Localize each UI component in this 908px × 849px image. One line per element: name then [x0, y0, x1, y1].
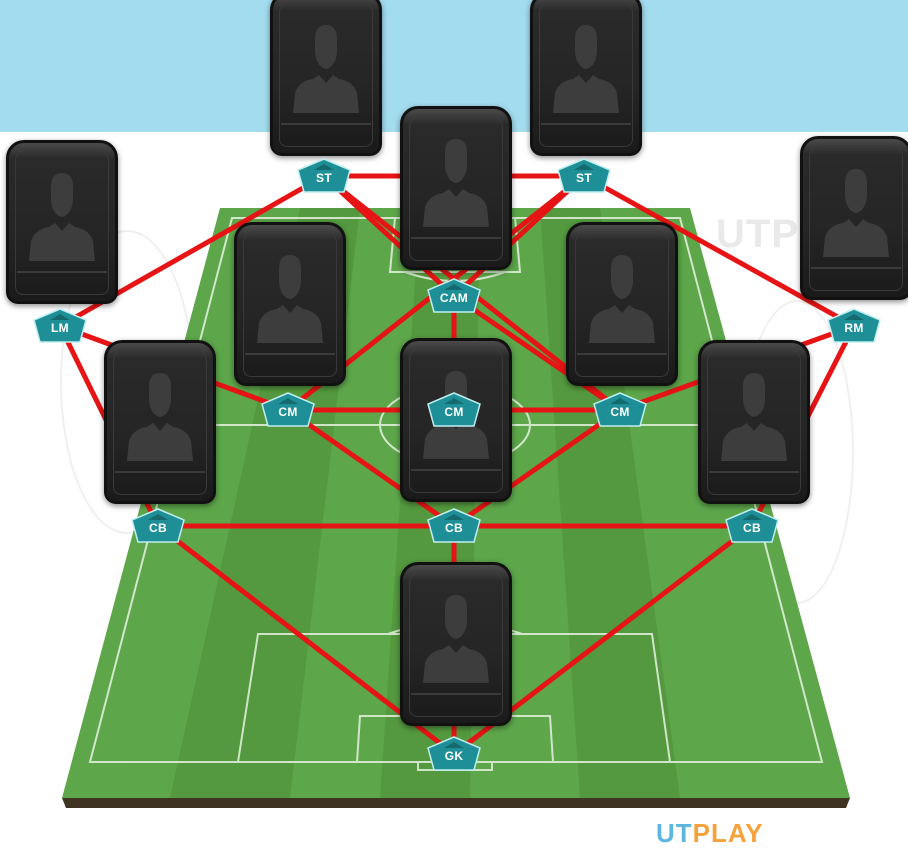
player-card-slot-gk[interactable] [400, 562, 512, 726]
card-band [577, 353, 667, 355]
position-badge-st-left[interactable]: ST [294, 158, 354, 194]
pentagon-badge-icon [427, 508, 481, 543]
player-card-slot-cb-right[interactable] [698, 340, 810, 504]
brand-logo-part1: UT [656, 818, 693, 848]
player-card-slot-st-right[interactable] [530, 0, 642, 156]
player-silhouette-icon [721, 373, 787, 461]
pentagon-badge-icon [427, 392, 481, 427]
pentagon-badge-icon [297, 158, 351, 193]
pentagon-badge-icon [827, 308, 881, 343]
position-badge-cb-right[interactable]: CB [722, 508, 782, 544]
position-label: CB [445, 521, 463, 535]
pentagon-badge-icon [557, 158, 611, 193]
position-label: CB [149, 521, 167, 535]
player-silhouette-icon [127, 373, 193, 461]
position-label: CB [743, 521, 761, 535]
position-label: RM [844, 321, 864, 335]
player-silhouette-icon [823, 169, 889, 257]
player-silhouette-icon [29, 173, 95, 261]
chemistry-link [451, 293, 623, 413]
pentagon-badge-icon [593, 392, 647, 427]
player-card-slot-lm[interactable] [6, 140, 118, 304]
position-badge-cb-center[interactable]: CB [424, 508, 484, 544]
position-badge-cm-right[interactable]: CM [590, 392, 650, 428]
card-band [245, 353, 335, 355]
position-label: ST [316, 171, 332, 185]
position-label: ST [576, 171, 592, 185]
position-badge-lm[interactable]: LM [30, 308, 90, 344]
position-badge-gk[interactable]: GK [424, 736, 484, 772]
pentagon-badge-icon [33, 308, 87, 343]
card-band [115, 471, 205, 473]
pentagon-badge-icon [131, 508, 185, 543]
card-band [17, 271, 107, 273]
watermark-ghost-text: UTP [716, 212, 799, 256]
chemistry-link [285, 407, 457, 529]
position-badge-rm[interactable]: RM [824, 308, 884, 344]
player-card-slot-cm-left[interactable] [234, 222, 346, 386]
position-badge-cm-left[interactable]: CM [258, 392, 318, 428]
pentagon-badge-icon [725, 508, 779, 543]
player-card-slot-cb-left[interactable] [104, 340, 216, 504]
player-card-slot-cm-right[interactable] [566, 222, 678, 386]
brand-logo-part2: PLAY [692, 818, 764, 848]
position-label: CM [610, 405, 630, 419]
player-card-slot-rm[interactable] [800, 136, 908, 300]
player-card-slot-st-left[interactable] [270, 0, 382, 156]
position-badge-st-right[interactable]: ST [554, 158, 614, 194]
position-badge-cam[interactable]: CAM [424, 278, 484, 314]
position-label: LM [51, 321, 69, 335]
player-card-slot-cam[interactable] [400, 106, 512, 270]
player-silhouette-icon [553, 25, 619, 113]
card-band [709, 471, 799, 473]
chemistry-link [451, 407, 623, 529]
position-badge-cm-center[interactable]: CM [424, 392, 484, 428]
pitch-edge [62, 798, 850, 808]
card-band [411, 237, 501, 239]
pentagon-badge-icon [427, 736, 481, 771]
card-band [411, 693, 501, 695]
pentagon-badge-icon [427, 278, 481, 313]
position-label: GK [444, 749, 464, 763]
chemistry-link [581, 173, 857, 329]
player-silhouette-icon [589, 255, 655, 343]
player-silhouette-icon [423, 139, 489, 227]
card-band [411, 469, 501, 471]
card-band [281, 123, 371, 125]
position-label: CAM [439, 291, 469, 305]
position-badge-cb-left[interactable]: CB [128, 508, 188, 544]
player-silhouette-icon [423, 595, 489, 683]
position-label: CM [278, 405, 298, 419]
player-silhouette-icon [257, 255, 323, 343]
brand-logo: UTPLAY [656, 818, 764, 849]
pentagon-badge-icon [261, 392, 315, 427]
position-label: CM [444, 405, 464, 419]
card-band [811, 267, 901, 269]
card-band [541, 123, 631, 125]
player-silhouette-icon [293, 25, 359, 113]
